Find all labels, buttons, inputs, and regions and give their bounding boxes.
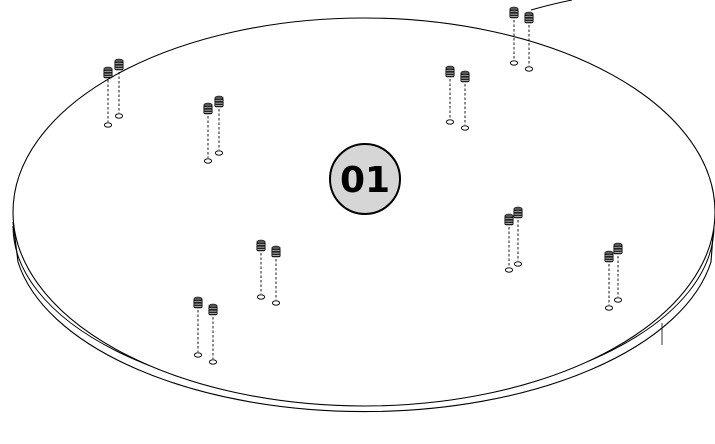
screw-head-icon [208, 303, 218, 309]
step-badge-circle [329, 143, 401, 215]
screw-head-icon [203, 102, 213, 108]
screw-head-icon [214, 95, 224, 101]
fastener [524, 11, 534, 72]
screw-head-icon [513, 206, 523, 212]
screw-hole [114, 113, 124, 119]
screw-hole [460, 125, 470, 131]
fastener [460, 70, 470, 131]
screw-hole [271, 300, 281, 306]
screw-head-icon [524, 11, 534, 17]
screw-hole [214, 150, 224, 156]
screw-hole [513, 261, 523, 267]
step-number: 01 [340, 160, 390, 201]
fastener [504, 213, 514, 273]
fastener [613, 242, 623, 303]
screw-head-icon [445, 65, 455, 71]
screw-hole [208, 359, 218, 365]
screw-hole [524, 66, 534, 72]
step-badge: 01 [329, 143, 401, 215]
screw-hole [193, 352, 203, 358]
screw-hole [509, 60, 519, 66]
screw-head-icon [256, 239, 266, 245]
leader-line [530, 0, 573, 11]
screw-head-icon [613, 242, 623, 248]
screw-hole [103, 122, 113, 128]
fastener [513, 206, 523, 267]
fastener-group [103, 6, 623, 365]
fastener [208, 303, 218, 365]
screw-hole [604, 305, 614, 311]
screw-hole [613, 297, 623, 303]
fastener [604, 250, 614, 311]
fastener [445, 65, 455, 125]
screw-head-icon [509, 6, 519, 12]
screw-head-icon [504, 213, 514, 219]
screw-hole [504, 267, 514, 273]
fastener [114, 58, 124, 119]
screw-head-icon [604, 250, 614, 256]
screw-hole [256, 294, 266, 300]
screw-head-icon [271, 245, 281, 251]
screw-head-icon [193, 296, 203, 302]
screw-head-icon [460, 70, 470, 76]
fastener [193, 296, 203, 358]
fastener [214, 95, 224, 156]
fastener [271, 245, 281, 306]
screw-hole [203, 158, 213, 164]
fastener [203, 102, 213, 164]
screw-hole [445, 119, 455, 125]
screw-head-icon [103, 66, 113, 72]
fastener [256, 239, 266, 300]
screw-head-icon [114, 58, 124, 64]
fastener [103, 66, 113, 128]
fastener [509, 6, 519, 66]
